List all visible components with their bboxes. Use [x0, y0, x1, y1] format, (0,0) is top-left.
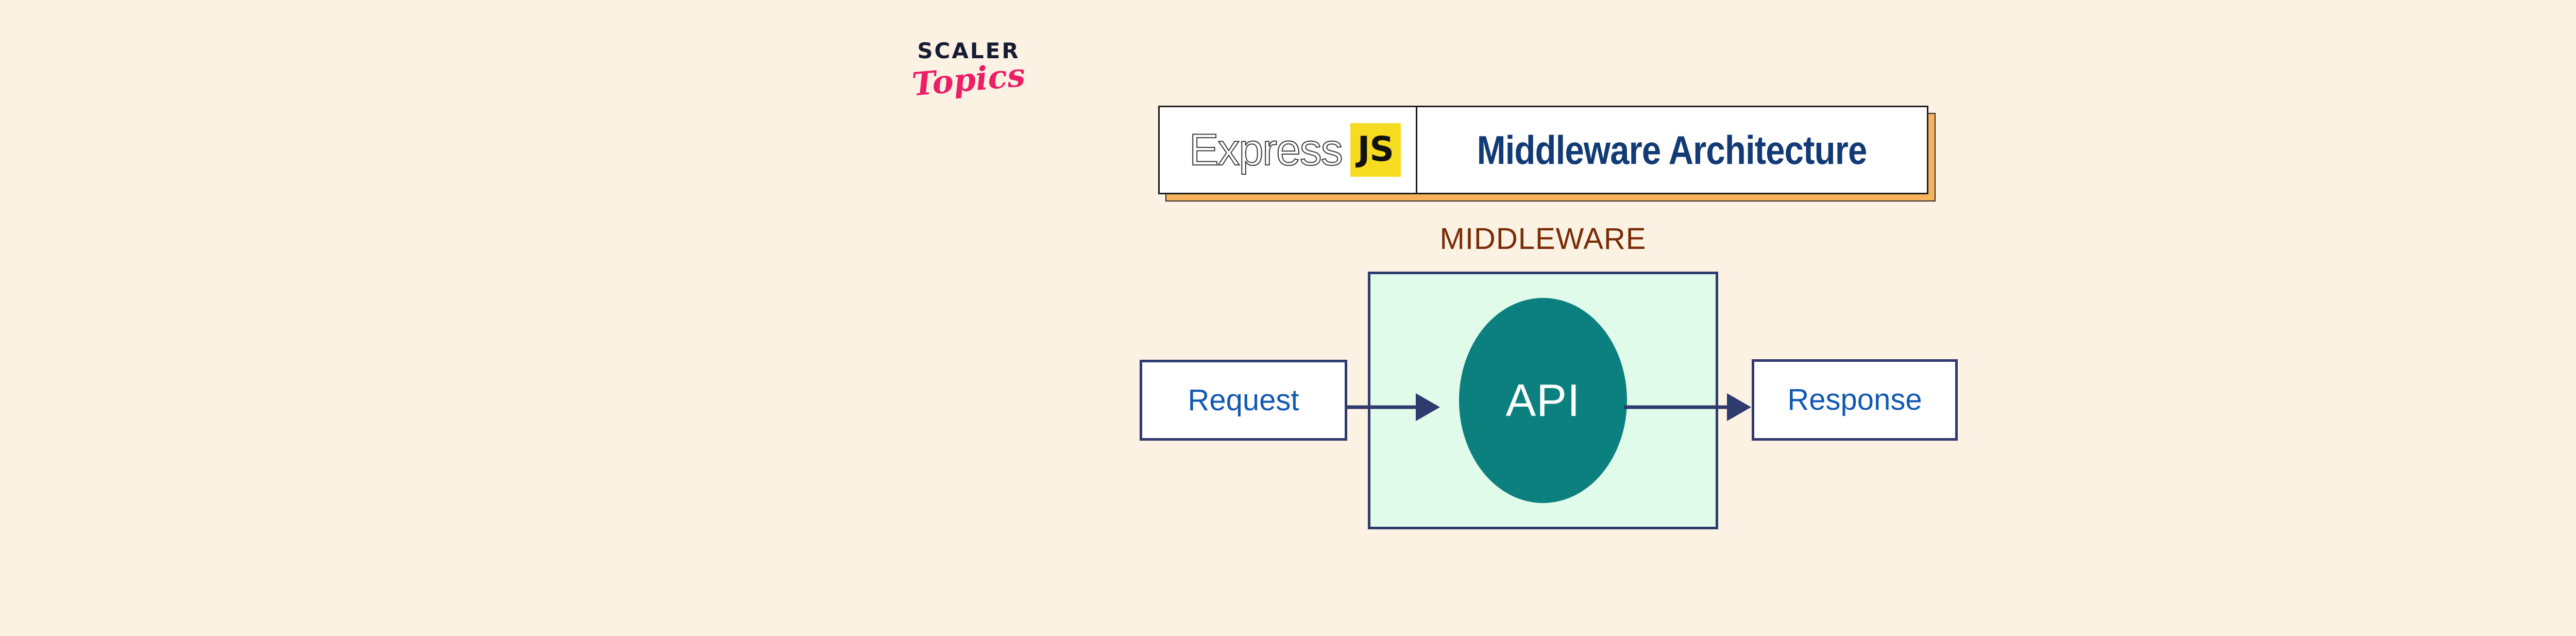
- response-box: Response: [1752, 359, 1958, 441]
- banner-title-cell: Middleware Architecture: [1417, 107, 1927, 193]
- page-title: Middleware Architecture: [1477, 127, 1868, 173]
- expressjs-logo: Express JS: [1160, 107, 1417, 193]
- request-label: Request: [1188, 383, 1299, 417]
- js-badge: JS: [1350, 123, 1401, 177]
- response-label: Response: [1787, 383, 1922, 416]
- arrow-api-to-response: [1624, 393, 1751, 421]
- arrow-request-to-api: [1346, 393, 1440, 421]
- express-wordmark: Express: [1189, 125, 1344, 175]
- middleware-label: MIDDLEWARE: [1439, 222, 1647, 256]
- scaler-topics-logo: SCALER Topics: [891, 40, 1046, 123]
- arrow-head-icon: [1727, 393, 1751, 421]
- api-node-label: API: [1505, 375, 1581, 426]
- request-box: Request: [1140, 360, 1347, 441]
- arrow-head-icon: [1416, 393, 1440, 421]
- logo-topics-wordmark: Topics: [910, 56, 1027, 104]
- logo-scaler-wordmark: SCALER: [917, 38, 1020, 63]
- api-node: API: [1459, 298, 1627, 503]
- banner-card: Express JS Middleware Architecture: [1158, 106, 1928, 194]
- title-banner: Express JS Middleware Architecture: [1158, 106, 1936, 202]
